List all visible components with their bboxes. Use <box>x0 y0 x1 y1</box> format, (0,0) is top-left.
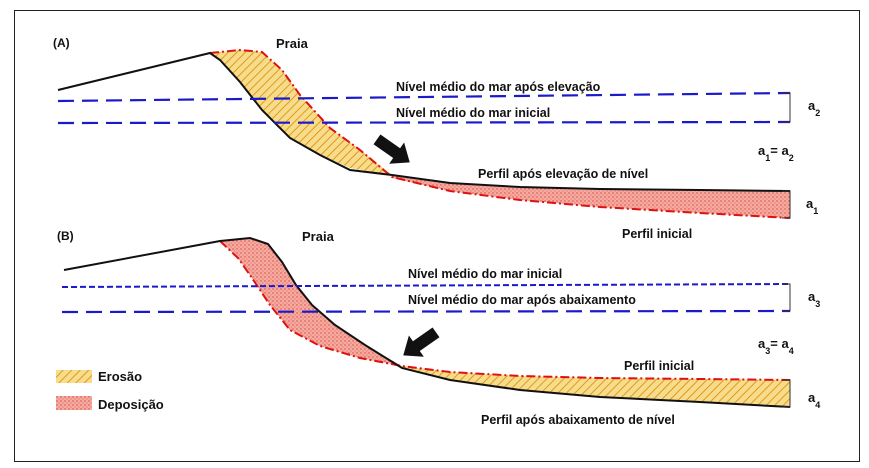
panel-b-deposition-area <box>220 238 402 366</box>
arrow-right-down-icon <box>373 134 410 164</box>
panel-b-initial-level-label: Nível médio do mar inicial <box>408 267 562 281</box>
panel-a-beach-label: Praia <box>276 36 309 51</box>
panel-b: (B) Praia Nível médio do mar inicial Nív… <box>57 229 820 427</box>
panel-a-initial-level-label: Nível médio do mar inicial <box>396 106 550 120</box>
panel-b-a3-label: a3 <box>808 289 820 309</box>
panel-a-raised-level-label: Nível médio do mar após elevação <box>396 80 601 94</box>
arrow-left-down-icon <box>403 327 440 357</box>
legend-deposition-swatch <box>56 396 92 410</box>
panel-a-label: (A) <box>53 36 70 50</box>
panel-b-shifted-profile-line <box>63 236 791 408</box>
panel-a: (A) Praia Nível médio do mar após elevaç… <box>53 36 820 241</box>
panel-a-a1-label: a1 <box>806 196 818 216</box>
panel-b-erosion-area <box>402 366 790 407</box>
panel-a-equality-label: a1= a2 <box>758 143 794 163</box>
panel-b-initial-sea-level <box>61 283 791 288</box>
panel-a-deposition-area <box>392 175 790 218</box>
panel-a-a1-bracket <box>782 190 791 219</box>
panel-b-a4-bracket <box>782 379 791 408</box>
panel-a-profile-initial-label: Perfil inicial <box>622 227 692 241</box>
panel-b-equality-label: a3= a4 <box>758 336 794 356</box>
panel-b-a4-label: a4 <box>808 390 820 410</box>
panel-a-initial-sea-level <box>57 120 791 125</box>
legend-erosion-label: Erosão <box>98 369 142 384</box>
legend: Erosão Deposição <box>56 369 164 412</box>
panel-a-raised-sea-level <box>57 91 791 103</box>
panel-a-a2-bracket <box>782 92 791 123</box>
panel-b-initial-profile-line <box>219 240 791 381</box>
panel-a-shifted-profile-line <box>57 51 791 192</box>
panel-b-lowered-sea-level <box>61 309 791 314</box>
panel-b-profile-after-label: Perfil após abaixamento de nível <box>481 413 675 427</box>
panel-a-a2-label: a2 <box>808 98 820 118</box>
panel-b-beach-label: Praia <box>302 229 335 244</box>
panel-b-label: (B) <box>57 229 74 243</box>
panel-a-initial-profile-line <box>209 48 791 219</box>
panel-a-erosion-area <box>210 50 392 175</box>
panel-a-profile-after-label: Perfil após elevação de nível <box>478 167 648 181</box>
panel-b-profile-initial-label: Perfil inicial <box>624 359 694 373</box>
panel-b-lowered-level-label: Nível médio do mar após abaixamento <box>408 293 636 307</box>
panel-b-a3-bracket <box>782 283 791 312</box>
legend-erosion-swatch <box>56 370 92 383</box>
legend-deposition-label: Deposição <box>98 397 164 412</box>
